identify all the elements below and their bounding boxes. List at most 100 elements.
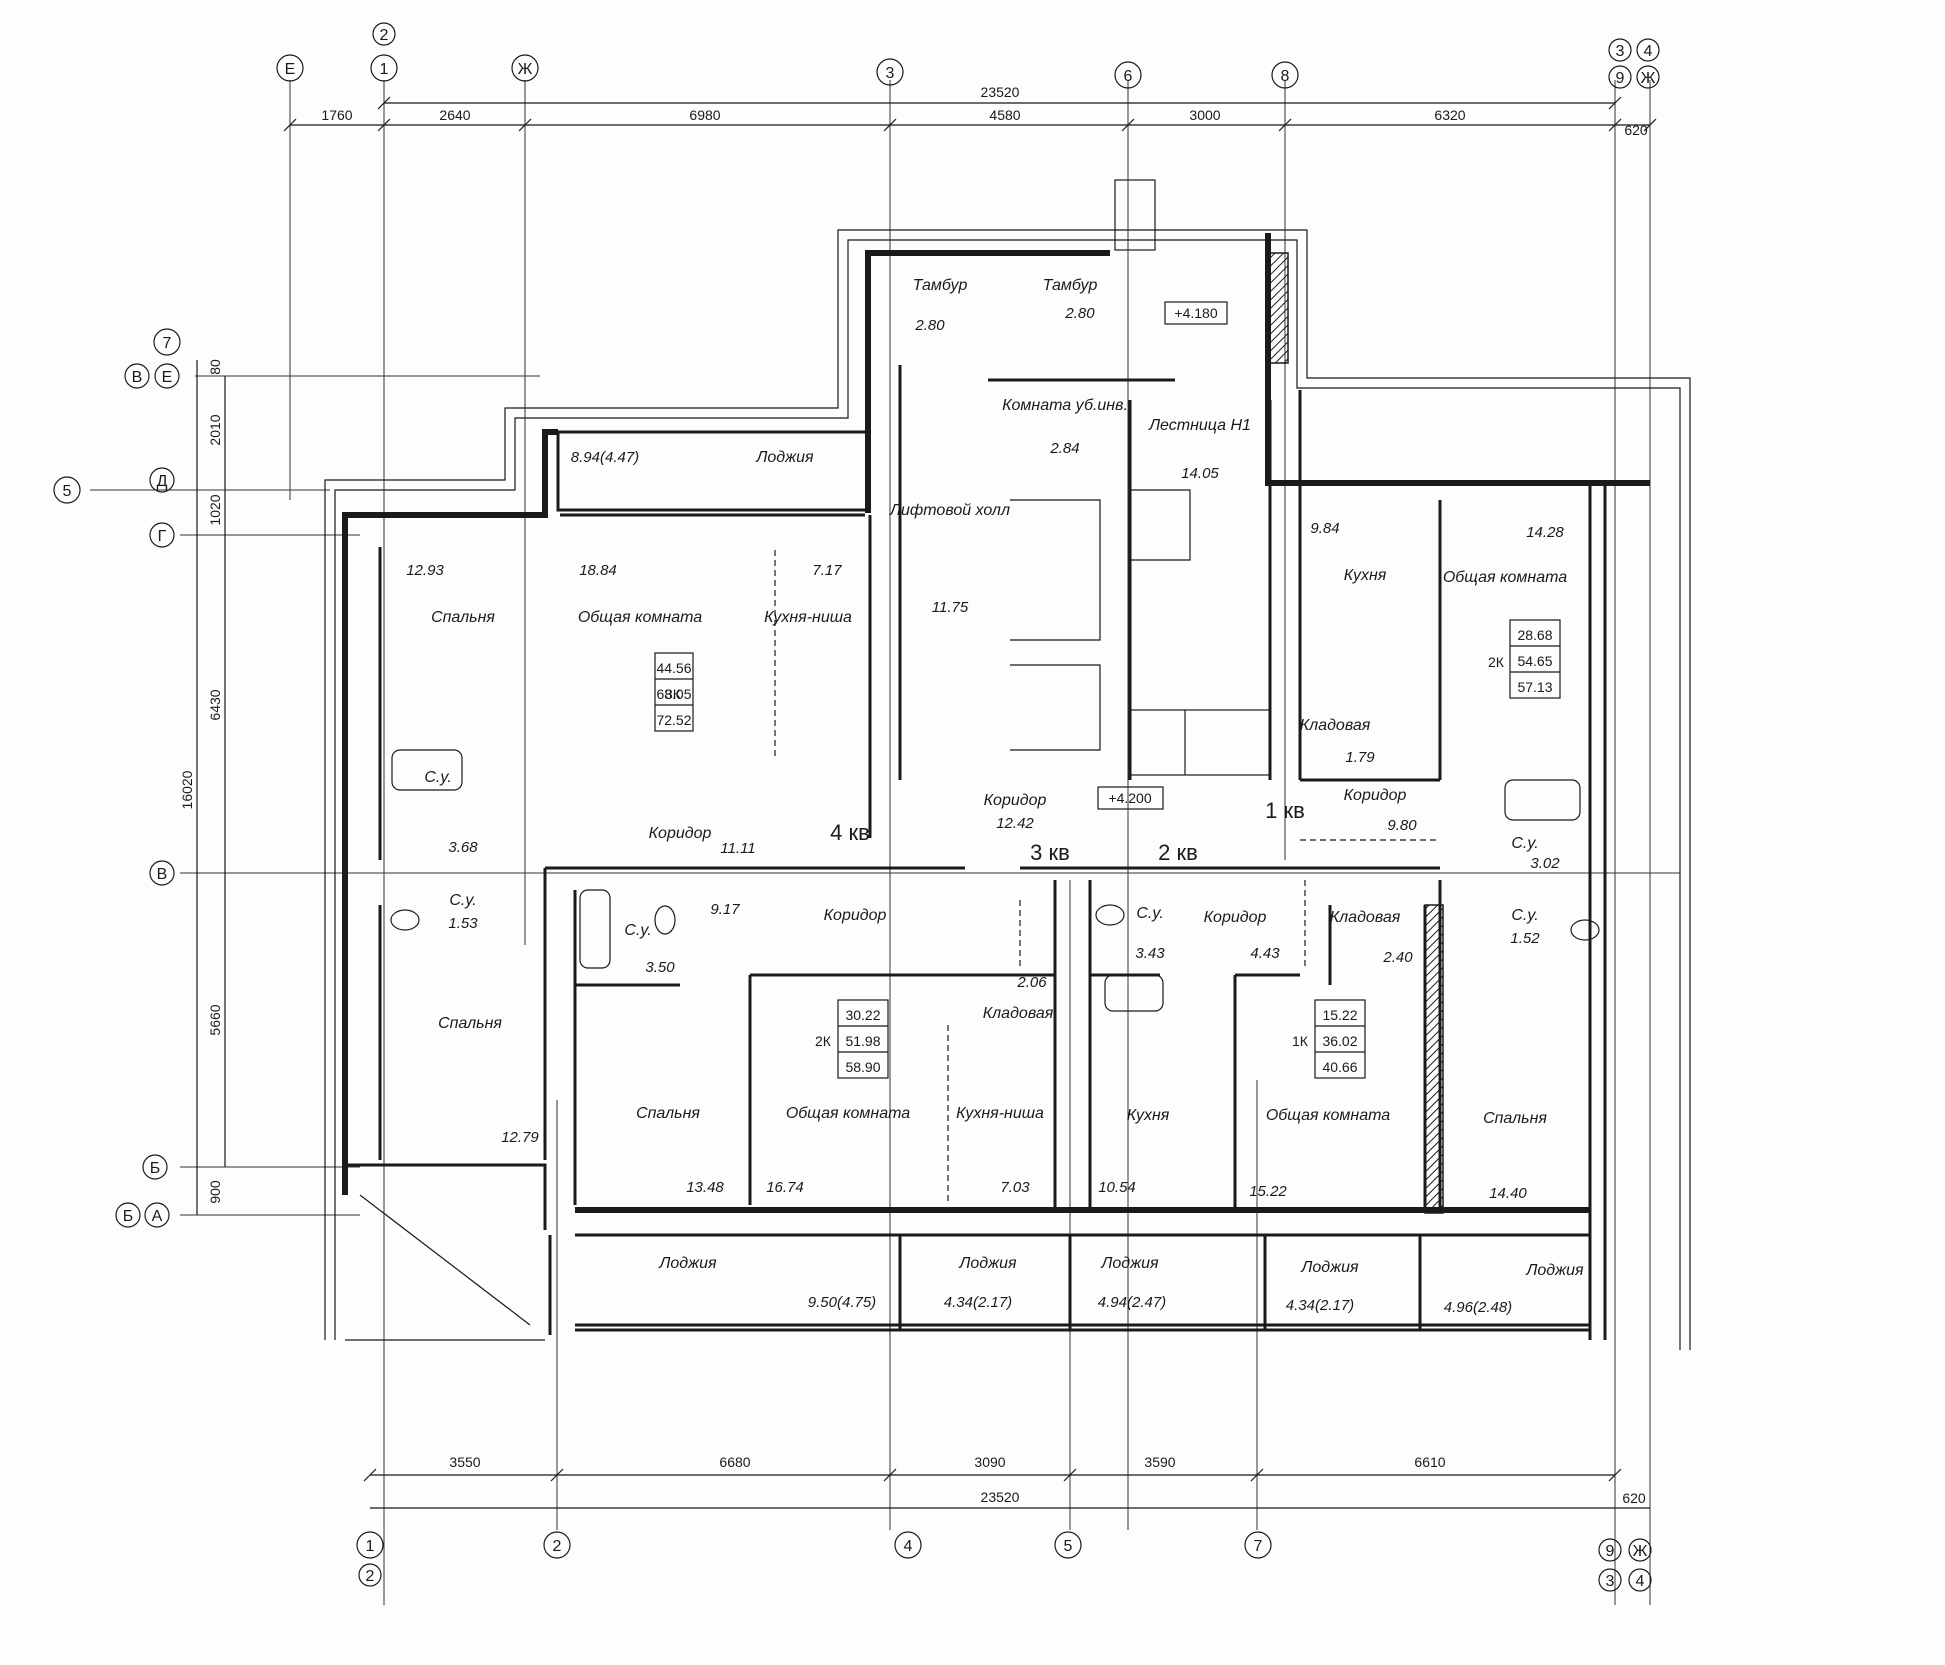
top-dimension: 6980	[689, 107, 720, 123]
room-name: Коридор	[1344, 787, 1407, 804]
axis-marker: Ж	[1641, 70, 1656, 87]
apartment-label: 2 кв	[1158, 840, 1198, 865]
room-name: Кухня-ниша	[956, 1105, 1044, 1122]
room-area: 11.11	[720, 840, 755, 857]
bottom-dimension-chain: 3550 6680 3090 3590 6610 23520 620	[363, 1454, 1650, 1509]
top-dimension: 2640	[439, 107, 470, 123]
axis-marker: Ж	[518, 61, 533, 78]
axis-marker: 2	[553, 1538, 562, 1555]
room-area: 4.96(2.48)	[1444, 1299, 1512, 1316]
room-area: 9.84	[1310, 520, 1339, 537]
axis-marker: В	[157, 866, 168, 883]
svg-text:2К: 2К	[1488, 654, 1505, 670]
axis-marker-double: 2	[366, 1568, 375, 1585]
axis-marker: Б	[123, 1208, 134, 1225]
room-area: 18.84	[579, 562, 617, 579]
svg-text:51.98: 51.98	[845, 1033, 880, 1049]
axis-grid-lines	[90, 80, 1680, 1605]
room-area: 1.79	[1345, 749, 1375, 766]
axis-marker: 3	[886, 65, 895, 82]
left-axis-markers: 7 В Е 5 Д Г В Б Б А 80 2010 1020 6430 16…	[53, 328, 226, 1228]
room-name: Спальня	[431, 609, 495, 626]
svg-text:54.65: 54.65	[1517, 653, 1552, 669]
room-area: 3.02	[1530, 855, 1560, 872]
room-name: Лоджия	[755, 449, 814, 466]
bottom-dimension: 6680	[719, 1454, 750, 1470]
room-name: С.у.	[1136, 905, 1163, 922]
room-area: 10.54	[1098, 1179, 1136, 1196]
apartment-summary-box: 1К 15.22 36.02 40.66	[1292, 999, 1366, 1079]
room-area: 15.22	[1249, 1183, 1287, 1200]
room-name: Спальня	[1483, 1110, 1547, 1127]
room-area: 4.43	[1250, 945, 1280, 962]
room-name: Лоджия	[658, 1255, 717, 1272]
room-name: Тамбур	[1043, 277, 1098, 294]
room-area: 8.94(4.47)	[571, 449, 639, 466]
room-area: 4.94(2.47)	[1098, 1294, 1166, 1311]
axis-marker: А	[152, 1208, 163, 1225]
room-name: Коридор	[1204, 909, 1267, 926]
axis-marker: 4	[1644, 43, 1653, 60]
svg-text:15.22: 15.22	[1322, 1007, 1357, 1023]
top-dimension: 6320	[1434, 107, 1465, 123]
axis-marker: 4	[904, 1538, 913, 1555]
room-area: 4.34(2.17)	[944, 1294, 1012, 1311]
axis-marker: В	[132, 369, 143, 386]
axis-marker: Д	[157, 473, 168, 490]
room-name: С.у.	[624, 922, 651, 939]
axis-marker: 5	[63, 483, 72, 500]
room-name: Кухня-ниша	[764, 609, 852, 626]
room-area: 2.40	[1382, 949, 1413, 966]
room-area: 9.17	[710, 901, 740, 918]
room-area: 1.53	[448, 915, 478, 932]
room-name: Общая комната	[1443, 569, 1567, 586]
room-name: Коридор	[824, 907, 887, 924]
axis-marker: Е	[162, 369, 173, 386]
top-dimension-chain: 23520 1760 2640 6980 4580 3000 6320 620	[283, 84, 1657, 138]
apartment-summary-box: 2К 30.22 51.98 58.90	[815, 999, 889, 1079]
left-dimension: 5660	[207, 1004, 223, 1035]
bottom-overall-dimension: 23520	[981, 1489, 1020, 1505]
room-name: Коридор	[984, 792, 1047, 809]
axis-marker-double: 2	[380, 27, 389, 44]
axis-marker: Ж	[1633, 1543, 1648, 1560]
left-dimension: 80	[207, 359, 223, 375]
svg-text:30.22: 30.22	[845, 1007, 880, 1023]
room-area: 3.68	[448, 839, 478, 856]
axis-marker: Г	[158, 528, 167, 545]
room-name: Спальня	[636, 1105, 700, 1122]
room-area: 2.80	[914, 317, 945, 334]
room-name: С.у.	[449, 892, 476, 909]
svg-text:1К: 1К	[1292, 1033, 1309, 1049]
svg-text:28.68: 28.68	[1517, 627, 1552, 643]
room-area: 9.80	[1387, 817, 1417, 834]
room-labels: Тамбур 2.80 Тамбур 2.80 Комната уб.инв. …	[406, 277, 1584, 1316]
room-name: С.у.	[424, 769, 451, 786]
axis-marker: 9	[1606, 1543, 1615, 1560]
room-name: Тамбур	[913, 277, 968, 294]
level-mark: +4.180	[1174, 305, 1217, 321]
room-area: 13.48	[686, 1179, 724, 1196]
axis-marker: 8	[1281, 68, 1290, 85]
svg-text:44.56: 44.56	[656, 660, 691, 676]
axis-marker: 7	[1254, 1538, 1263, 1555]
axis-marker: 5	[1064, 1538, 1073, 1555]
room-name: Лестница Н1	[1148, 417, 1251, 434]
level-marks: +4.180 +4.200	[1097, 301, 1228, 810]
room-area: 12.79	[501, 1129, 539, 1146]
axis-marker: 1	[380, 61, 389, 78]
svg-text:36.02: 36.02	[1322, 1033, 1357, 1049]
axis-marker: Б	[150, 1160, 161, 1177]
room-name: С.у.	[1511, 907, 1538, 924]
apartment-summary-box: 3К 44.56 68.05 72.52	[654, 652, 694, 732]
bottom-dimension: 6610	[1414, 1454, 1445, 1470]
room-name: Кухня	[1344, 567, 1387, 584]
axis-marker: 3	[1616, 43, 1625, 60]
room-area: 14.40	[1489, 1185, 1527, 1202]
bottom-dimension: 3550	[449, 1454, 480, 1470]
room-area: 2.06	[1016, 974, 1047, 991]
room-area: 3.43	[1135, 945, 1165, 962]
apartment-label: 1 кв	[1265, 798, 1305, 823]
room-name: Лоджия	[1100, 1255, 1159, 1272]
room-area: 11.75	[932, 599, 969, 616]
